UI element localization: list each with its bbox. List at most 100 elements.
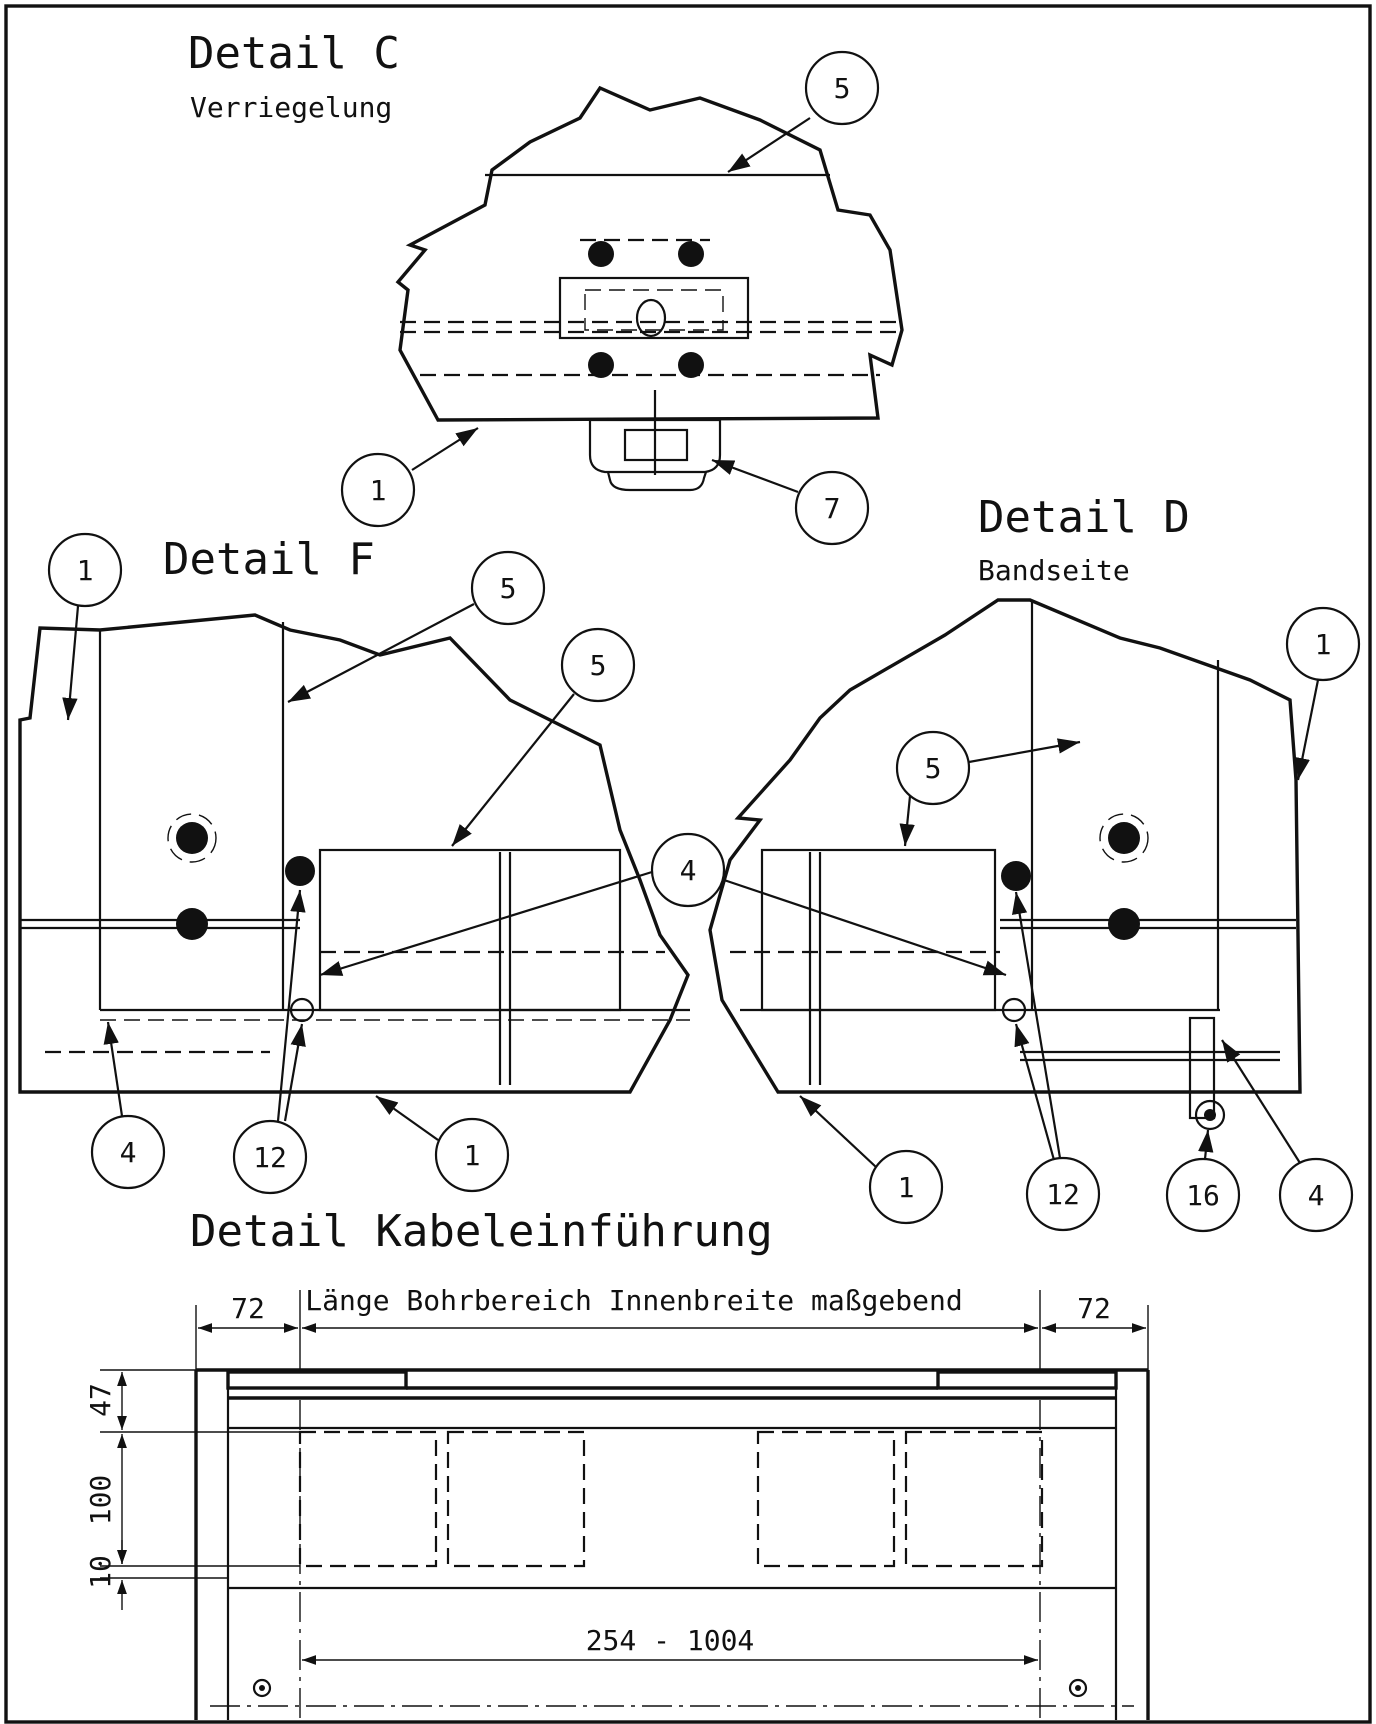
screw-icon-core bbox=[1075, 1685, 1081, 1691]
callout-bubble bbox=[560, 627, 636, 703]
leader-arrow bbox=[62, 605, 80, 721]
dim-100: 100 bbox=[84, 1475, 117, 1526]
sash-profile bbox=[318, 848, 622, 1012]
callout-label: 1 bbox=[464, 1139, 481, 1172]
screw-head-icon bbox=[678, 241, 704, 267]
leader-arrow bbox=[968, 738, 1081, 764]
hinge-pin-icon bbox=[1194, 1099, 1226, 1131]
callout-bubble bbox=[868, 1149, 944, 1225]
callout-label: 5 bbox=[500, 572, 517, 605]
dowel-icon bbox=[1108, 822, 1140, 854]
detail-c: Detail C Verriegelung 5 1 7 bbox=[188, 28, 904, 546]
drill-zone bbox=[298, 1430, 438, 1568]
dim-left-72: 72 bbox=[231, 1292, 265, 1325]
shared-callout-4: 4 bbox=[319, 832, 1007, 977]
hinge-pin-core bbox=[1204, 1109, 1216, 1121]
callout-bubble bbox=[794, 470, 870, 546]
leader-arrow bbox=[411, 427, 479, 471]
dowel-icon bbox=[1108, 908, 1140, 940]
callout-label: 5 bbox=[925, 752, 942, 785]
callout-label: 4 bbox=[1308, 1179, 1325, 1212]
callout-label: 1 bbox=[370, 474, 387, 507]
detail-f: Detail F 1 5 5 4 12 1 bbox=[18, 532, 690, 1195]
dowel-icon bbox=[176, 908, 208, 940]
striker-base bbox=[606, 471, 708, 492]
detail-d-title: Detail D bbox=[978, 492, 1190, 543]
leader-arrow bbox=[799, 1095, 877, 1168]
seal-icon bbox=[1001, 861, 1031, 891]
dim-47: 47 bbox=[84, 1383, 117, 1417]
screw-icon-core bbox=[259, 1685, 265, 1691]
detail-kabel-title: Detail Kabeleinführung bbox=[190, 1206, 773, 1257]
dowel-ring bbox=[1099, 813, 1149, 863]
callout-label: 5 bbox=[590, 649, 607, 682]
leader-arrow bbox=[1294, 679, 1320, 781]
callout-bubble bbox=[895, 730, 971, 806]
frame-section bbox=[395, 85, 904, 422]
detail-c-title: Detail C bbox=[188, 28, 400, 79]
leader-arrow bbox=[727, 117, 811, 173]
top-rail-left bbox=[226, 1370, 408, 1390]
callout-label: 4 bbox=[680, 854, 697, 887]
leader-arrow bbox=[1198, 1129, 1214, 1160]
callout-bubble bbox=[340, 452, 416, 528]
callout-bubble bbox=[650, 832, 726, 908]
callout-bubble bbox=[232, 1119, 308, 1195]
leader-arrow bbox=[899, 795, 915, 847]
callout-bubble bbox=[804, 50, 880, 126]
detail-f-title: Detail F bbox=[163, 534, 375, 585]
sash-profile bbox=[760, 848, 997, 1012]
drill-zone bbox=[904, 1430, 1044, 1568]
lock-block bbox=[558, 276, 750, 340]
page-frame bbox=[4, 4, 1372, 1724]
leader-arrow bbox=[451, 693, 575, 847]
dowel-icon bbox=[176, 822, 208, 854]
callout-label: 12 bbox=[1046, 1178, 1080, 1211]
leader-arrow bbox=[375, 1095, 439, 1141]
callout-bubble bbox=[1165, 1157, 1241, 1233]
leader-arrow bbox=[1011, 891, 1062, 1159]
callout-bubble bbox=[47, 532, 123, 608]
drill-zone bbox=[446, 1430, 586, 1568]
callout-label: 4 bbox=[120, 1136, 137, 1169]
lock-hole bbox=[635, 298, 667, 338]
top-rail-right bbox=[936, 1370, 1118, 1390]
detail-c-subtitle: Verriegelung bbox=[190, 91, 392, 124]
leader-arrow bbox=[283, 1023, 306, 1122]
callout-bubble bbox=[1025, 1156, 1101, 1232]
screw-icon bbox=[252, 1678, 272, 1698]
detail-kabeleinfuehrung: Detail Kabeleinführung 72 72 Länge Bohrb… bbox=[84, 1206, 1150, 1720]
screw-head-icon bbox=[588, 352, 614, 378]
callout-label: 7 bbox=[824, 492, 841, 525]
screw-icon bbox=[1068, 1678, 1088, 1698]
callout-bubble bbox=[90, 1114, 166, 1190]
callout-label: 1 bbox=[77, 554, 94, 587]
callout-label: 16 bbox=[1186, 1179, 1220, 1212]
detail-d: Detail D Bandseite 5 1 1 12 bbox=[708, 492, 1361, 1233]
seal-icon bbox=[289, 997, 315, 1023]
dowel-ring bbox=[167, 813, 217, 863]
leader-arrow bbox=[276, 889, 306, 1122]
leader-arrow bbox=[1221, 1039, 1301, 1164]
dim-right-72: 72 bbox=[1077, 1292, 1111, 1325]
callout-label: 5 bbox=[834, 72, 851, 105]
callout-bubble bbox=[1278, 1157, 1354, 1233]
callout-label: 12 bbox=[253, 1141, 287, 1174]
leader-arrow bbox=[1014, 1023, 1056, 1161]
callout-bubble bbox=[470, 550, 546, 626]
screw-head-icon bbox=[678, 352, 704, 378]
frame-section-f bbox=[18, 613, 690, 1094]
leader-arrow bbox=[287, 603, 475, 703]
leader-arrow bbox=[103, 1021, 124, 1117]
screw-head-icon bbox=[588, 241, 614, 267]
dim-bohrbereich: Länge Bohrbereich Innenbreite maßgebend bbox=[305, 1284, 962, 1317]
detail-d-subtitle: Bandseite bbox=[978, 554, 1130, 587]
leader-arrow bbox=[711, 458, 799, 494]
seal-icon bbox=[1001, 997, 1027, 1023]
leader-arrow bbox=[319, 870, 653, 977]
drill-zone bbox=[756, 1430, 896, 1568]
callout-bubble bbox=[434, 1117, 510, 1193]
seal-icon bbox=[285, 856, 315, 886]
